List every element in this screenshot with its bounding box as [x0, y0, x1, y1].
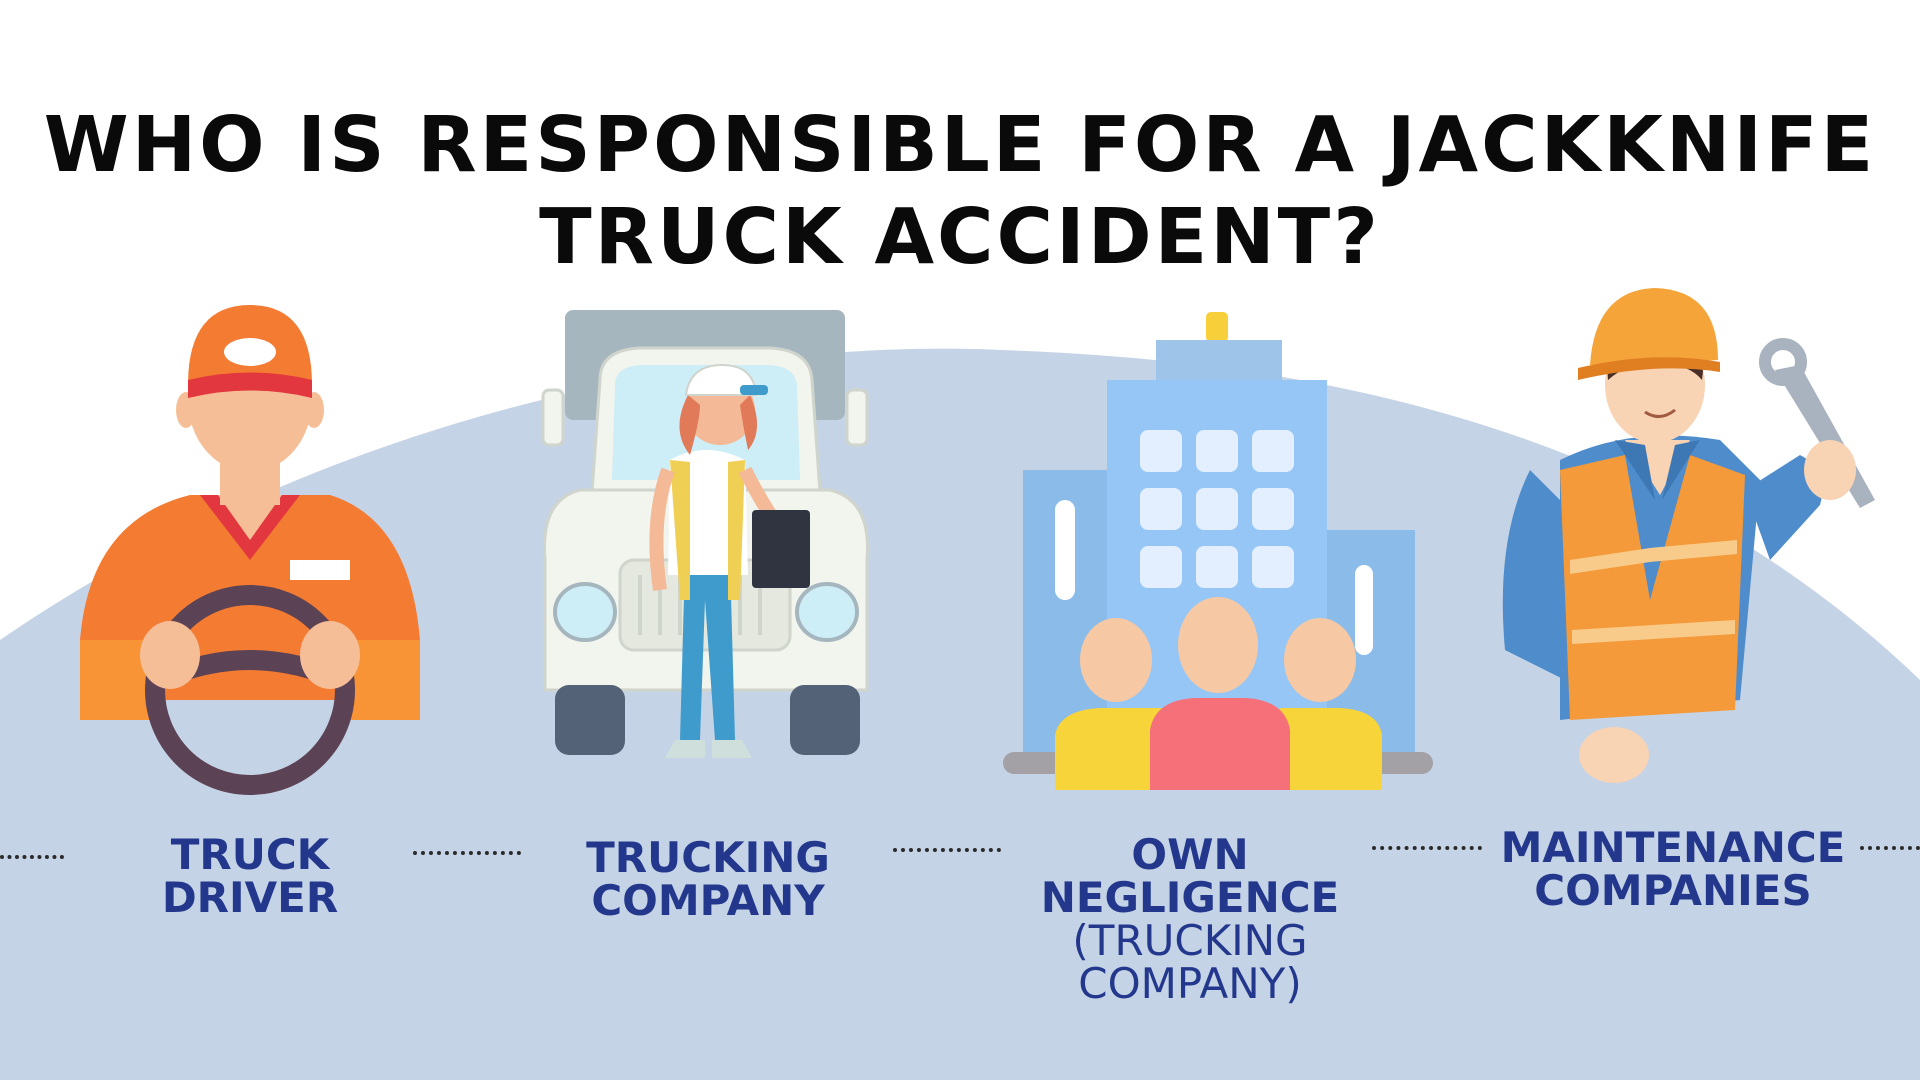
connector-dots-3: [893, 848, 1001, 852]
label-truck-driver-line-2: DRIVER: [161, 873, 339, 922]
label-truck-driver-line-1: TRUCK: [170, 830, 330, 879]
label-truck-driver: TRUCK DRIVER: [110, 833, 390, 919]
label-own-negligence: OWN NEGLIGENCE (TRUCKING COMPANY): [1010, 833, 1370, 1005]
office-building-icon: [1003, 312, 1433, 790]
trucking-company-icon: [541, 310, 870, 758]
label-own-negligence-sub-line-2: COMPANY): [1078, 959, 1302, 1008]
label-own-negligence-sub-line-1: (TRUCKING: [1072, 916, 1308, 965]
page-title: WHO IS RESPONSIBLE FOR A JACKKNIFE TRUCK…: [0, 100, 1920, 284]
truck-driver-icon: [80, 305, 420, 795]
maintenance-worker-icon: [1502, 288, 1875, 783]
title-line-1: WHO IS RESPONSIBLE FOR A JACKKNIFE: [43, 101, 1877, 190]
connector-dots-4: [1372, 846, 1482, 850]
title-line-2: TRUCK ACCIDENT?: [539, 193, 1381, 282]
connector-dots-5: [1860, 846, 1920, 850]
connector-dots-1: [0, 855, 64, 859]
connector-dots-2: [413, 851, 521, 855]
label-trucking-company-line-1: TRUCKING: [586, 833, 830, 882]
label-trucking-company-line-2: COMPANY: [591, 876, 825, 925]
label-maintenance-companies-line-1: MAINTENANCE: [1500, 823, 1846, 872]
label-own-negligence-line-2: NEGLIGENCE: [1040, 873, 1340, 922]
label-maintenance-companies: MAINTENANCE COMPANIES: [1488, 826, 1858, 912]
label-trucking-company: TRUCKING COMPANY: [548, 836, 868, 922]
label-own-negligence-line-1: OWN: [1131, 830, 1249, 879]
label-maintenance-companies-line-2: COMPANIES: [1534, 866, 1812, 915]
